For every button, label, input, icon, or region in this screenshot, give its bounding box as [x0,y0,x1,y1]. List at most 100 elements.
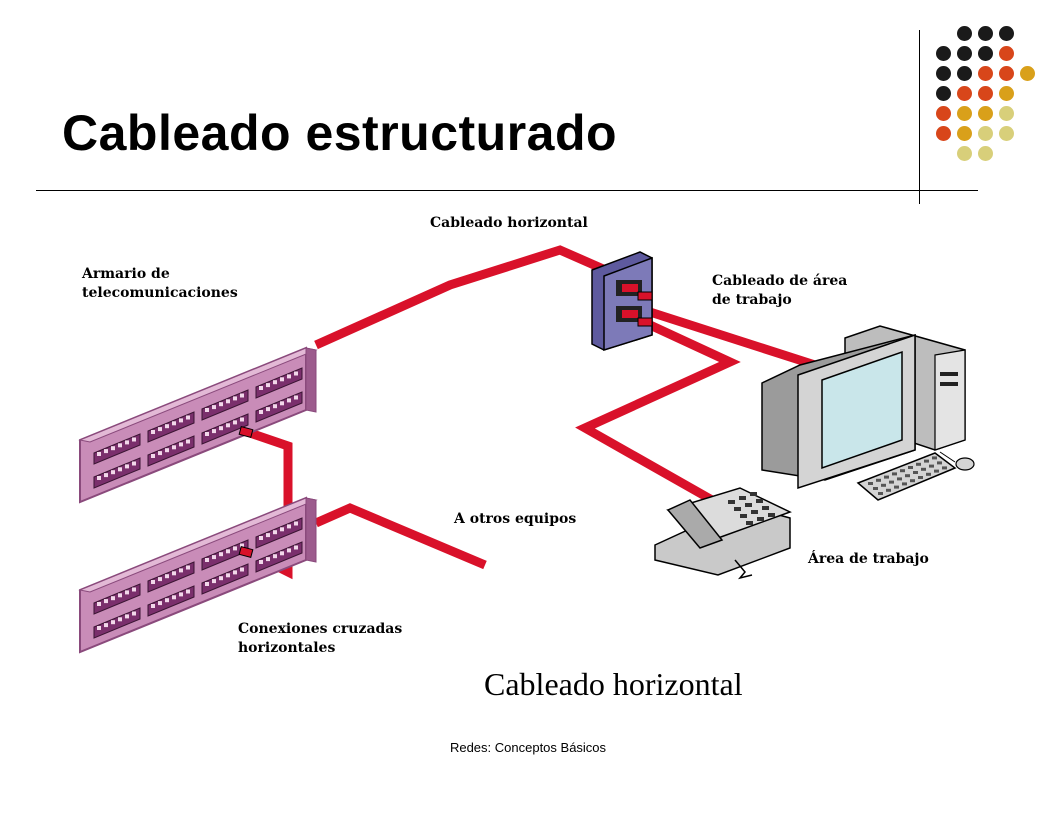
decorative-dot [978,146,993,161]
decorative-dot [999,86,1014,101]
keyboard-key [886,488,891,492]
cable-workarea-phone [575,320,741,504]
decorative-dot [936,46,951,61]
decorative-dot [978,106,993,121]
decorative-dot [999,66,1014,81]
decorative-dot [1020,66,1035,81]
port-jack [287,398,291,403]
telephone-key [751,510,758,514]
decorative-dot [999,26,1014,41]
port-jack [97,452,101,456]
label-work-area: Área de trabajo [808,551,929,567]
port-jack [205,408,209,412]
keyboard-keys [868,456,947,495]
label-telecom-closet: Armario de telecomunicaciones [82,266,238,301]
port-jack [219,576,223,581]
port-jack [280,527,284,532]
keyboard-key [881,483,886,487]
keyboard-key [937,461,942,465]
port-jack [240,567,244,572]
port-jack [125,614,129,619]
telephone-key [740,514,747,518]
label-horizontal-cabling: Cableado horizontal [430,215,588,231]
port-jack [186,415,190,420]
port-jack [97,476,101,480]
port-jack [266,407,270,412]
port-jack [226,573,230,578]
port-jack [118,617,122,622]
port-jack [287,374,291,379]
keyboard-key [921,467,926,471]
port-jack [233,546,237,551]
wall-outlet-icon [591,251,653,352]
decorative-dot [978,126,993,141]
decorative-dot [957,146,972,161]
port-jack [280,377,284,382]
keyboard-key [878,492,883,495]
port-jack [294,545,298,550]
label-work-area-cabling: Cableado de área de trabajo [712,273,848,308]
telephone-key [728,500,735,504]
keyboard-key [934,469,939,473]
keyboard-key [924,459,929,463]
corner-divider [919,30,920,204]
keyboard-key [926,472,931,476]
port-jack [294,371,298,376]
port-jack [219,402,223,407]
port-jack [273,530,277,535]
port-jack [111,596,115,601]
port-jack [172,571,176,576]
port-jack [186,589,190,594]
patch-panel-upper [78,346,318,504]
port-jack [179,592,183,597]
port-jack [273,404,277,409]
telephone-key [734,507,741,511]
keyboard-key [900,469,905,473]
keyboard-key [932,456,937,460]
label-other-equipment: A otros equipos [454,511,577,527]
port-jack [205,432,209,436]
port-jack [111,620,115,625]
decorative-dot [978,46,993,61]
diagram-caption: Cableado horizontal [484,666,743,702]
title-divider [36,190,978,191]
port-jack [186,565,190,570]
telephone-key [745,503,752,507]
telephone-key [739,496,746,500]
port-jack [259,410,263,414]
panel-side [305,347,317,413]
port-jack [226,423,230,428]
port-jack [158,451,162,456]
telephone-key [762,506,769,510]
port-jack [266,533,270,538]
port-jack [158,601,162,606]
decorative-dot [978,86,993,101]
label-cross-connections: Conexiones cruzadas horizontales [238,621,403,656]
port-jack [158,577,162,582]
port-jack [97,602,101,606]
port-jack [111,446,115,451]
keyboard-key [894,485,899,489]
telephone-key [750,492,757,496]
keyboard-key [873,487,878,490]
port-jack [151,454,155,458]
slide-title: Cableado estructurado [62,105,618,161]
port-jack [212,579,216,584]
port-jack [205,558,209,562]
keyboard-key [916,462,921,466]
telephone-key [757,517,764,521]
port-jack [172,595,176,600]
port-jack [172,445,176,450]
cable-plugs [238,291,653,559]
keyboard-key [892,472,897,476]
port-jack [287,524,291,529]
port-jack [219,552,223,557]
port-jack [172,421,176,426]
port-jack [104,473,108,478]
port-jack [273,554,277,559]
port-jack [240,393,244,398]
decorative-dot [957,106,972,121]
decorative-dot [936,86,951,101]
port-jack [259,386,263,390]
